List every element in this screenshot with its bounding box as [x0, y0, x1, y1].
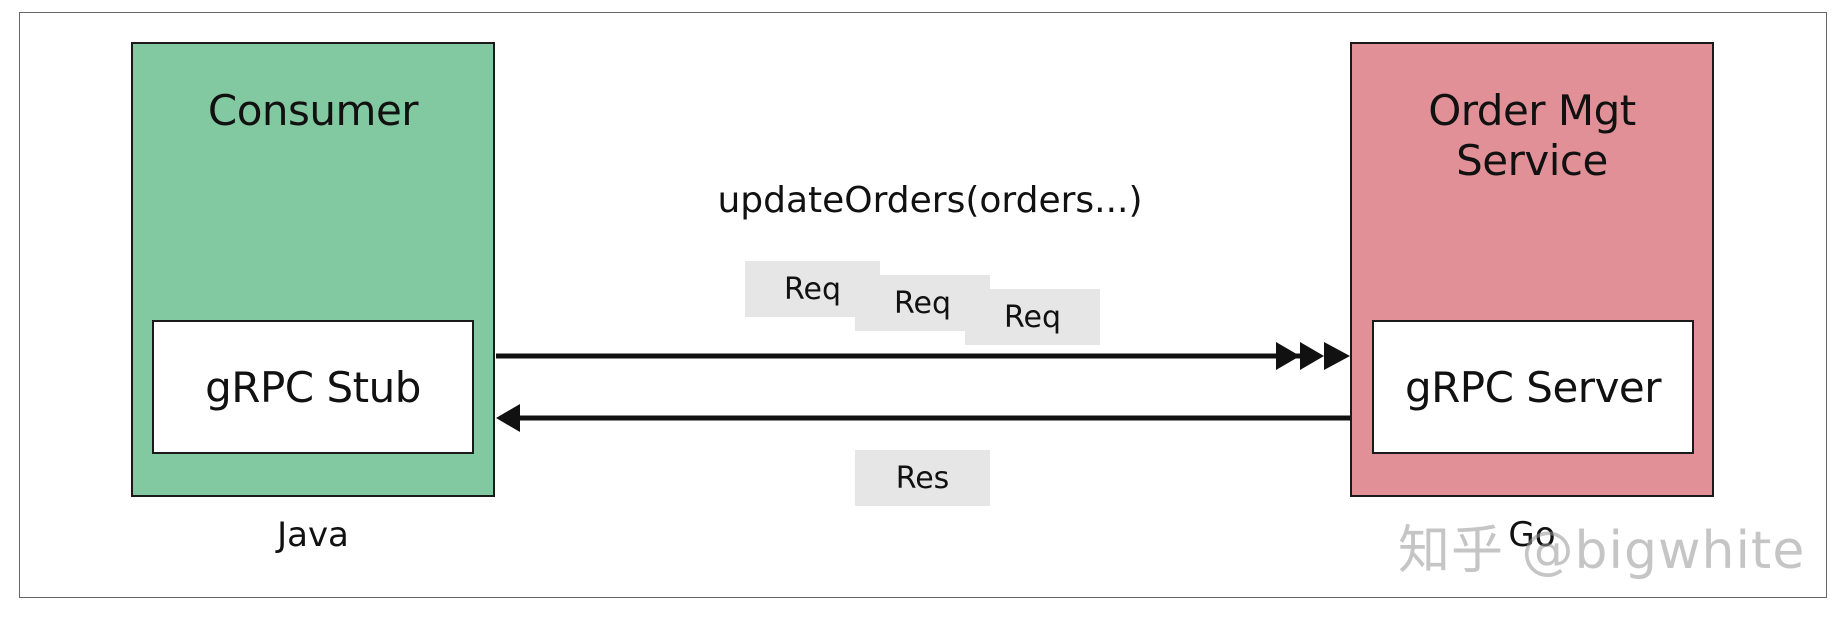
response-message: Res: [855, 450, 990, 506]
diagram-frame: [19, 12, 1827, 598]
grpc-server-label: gRPC Server: [1404, 362, 1662, 412]
request-arrowhead-3: [1324, 342, 1350, 370]
consumer-language-label: Java: [277, 515, 349, 555]
request-arrowhead-1: [1276, 342, 1300, 370]
method-call-label: updateOrders(orders...): [717, 180, 1143, 221]
response-arrowhead: [496, 404, 520, 432]
watermark: 知乎 @bigwhite: [1398, 521, 1806, 581]
grpc-server-box: gRPC Server: [1372, 320, 1694, 454]
grpc-stub-box: gRPC Stub: [152, 320, 474, 454]
service-title-line1: Order Mgt: [1428, 86, 1636, 135]
service-language-label: Go: [1508, 515, 1556, 555]
request-arrowhead-2: [1300, 342, 1324, 370]
service-title: Order Mgt Service: [1350, 86, 1714, 186]
consumer-title: Consumer: [207, 86, 419, 135]
service-title-line2: Service: [1456, 136, 1608, 185]
request-message: Req: [965, 289, 1100, 345]
grpc-stub-label: gRPC Stub: [205, 362, 421, 412]
